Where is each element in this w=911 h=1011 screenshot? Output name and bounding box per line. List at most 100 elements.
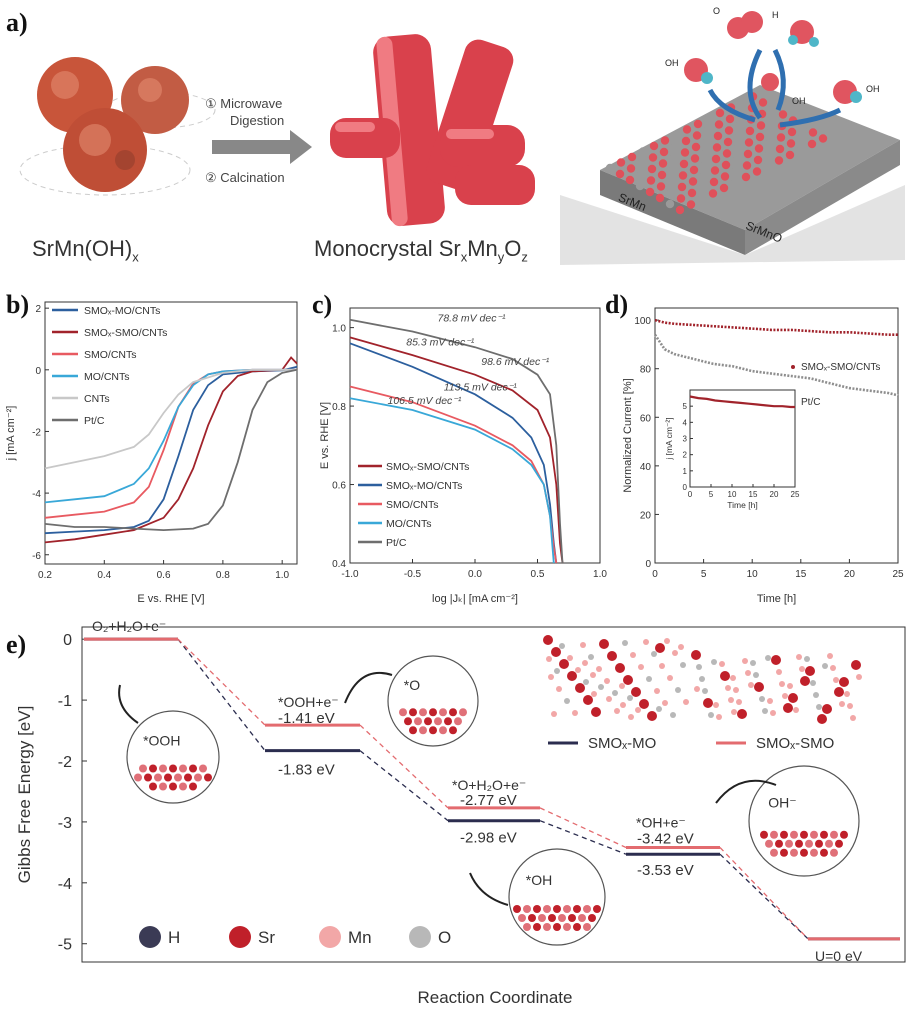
e-surface-atom xyxy=(533,905,541,913)
e-surface-atom xyxy=(518,914,526,922)
e-curved-arrow xyxy=(715,779,777,804)
e-surface-atom xyxy=(538,914,546,922)
slab-atom xyxy=(765,138,775,148)
e-curved-arrow xyxy=(469,872,509,906)
e-connector xyxy=(359,750,449,822)
b-xtick-label: 1.0 xyxy=(275,570,289,581)
e-structure-atom xyxy=(630,652,636,658)
e-surface-atom xyxy=(790,830,798,839)
e-structure-atom xyxy=(627,695,633,701)
b-series-line xyxy=(44,368,298,532)
e-structure-atom xyxy=(662,700,668,706)
e-structure-atom xyxy=(567,655,573,661)
e-surface-atom xyxy=(429,708,437,717)
e-value-label: -2.98 eV xyxy=(460,830,517,847)
slab-atom xyxy=(670,142,680,151)
slab-atom xyxy=(636,170,646,179)
e-surface-atom xyxy=(149,782,157,791)
e-surface-atom xyxy=(770,830,778,839)
e-structure-atom xyxy=(711,659,717,665)
srmn-oh-particles xyxy=(19,57,216,196)
e-structure-atom xyxy=(745,670,751,676)
e-structure-atom xyxy=(612,690,618,696)
c-ylabel: E vs. RHE [V] xyxy=(319,402,331,469)
e-structure-atom xyxy=(556,686,562,692)
slab-atom xyxy=(758,98,768,107)
e-connector xyxy=(177,638,266,726)
d-xtick-label: 20 xyxy=(844,569,856,580)
e-structure-atom xyxy=(787,683,793,689)
e-structure-atom xyxy=(655,643,665,653)
e-surface-atom xyxy=(134,773,142,782)
e-surface-atom xyxy=(800,848,808,857)
e-surface-atom xyxy=(810,830,818,839)
e-circle-label: *O xyxy=(404,677,420,693)
b-plot-frame xyxy=(44,301,298,565)
slab-atom xyxy=(721,160,731,170)
slab-atom xyxy=(731,166,741,176)
slab-atom xyxy=(774,156,784,165)
e-surface-atom xyxy=(775,839,783,848)
e-structure-atom xyxy=(767,698,773,704)
surface-slab xyxy=(560,85,905,265)
e-structure-atom xyxy=(572,710,578,716)
e-structure-atom xyxy=(771,655,781,665)
e-surface-atom xyxy=(588,914,596,922)
d-xtick-label: 5 xyxy=(701,569,707,580)
e-surface-atom xyxy=(179,782,187,791)
e-surface-atom xyxy=(159,782,167,791)
slab-atom xyxy=(656,182,666,191)
d-inset-xtick-label: 25 xyxy=(791,490,800,499)
e-surface-atom xyxy=(174,773,182,782)
slab-atom xyxy=(655,193,665,203)
e-connector xyxy=(539,820,627,855)
e-surface-atom xyxy=(558,914,566,922)
slab-atom xyxy=(775,144,785,154)
e-surface-atom xyxy=(815,839,823,848)
e-structure-atom xyxy=(816,704,822,710)
e-structure-atom xyxy=(731,709,737,715)
slab-atom xyxy=(677,182,687,192)
e-surface-atom xyxy=(820,830,828,839)
e-value-label: -3.42 eV xyxy=(637,830,694,847)
e-curved-arrow xyxy=(118,684,139,724)
e-surface-atom xyxy=(583,923,591,931)
d-inset-ytick-label: 5 xyxy=(683,402,688,411)
precursor-caption: SrMn(OH)x xyxy=(32,236,139,265)
slab-atom xyxy=(678,171,688,180)
e-surface-atom xyxy=(419,708,427,717)
e-structure-atom xyxy=(675,687,681,693)
e-structure-atom xyxy=(654,688,660,694)
slab-atom xyxy=(745,126,755,136)
e-structure-atom xyxy=(678,644,684,650)
e-structure-atom xyxy=(839,677,849,687)
e-surface-atom xyxy=(409,708,417,717)
e-structure-atom xyxy=(638,664,644,670)
slab-atom xyxy=(681,136,691,146)
e-structure-atom xyxy=(635,707,641,713)
e-structure-atom xyxy=(607,651,617,661)
slab-atom xyxy=(723,137,733,147)
e-structure-atom xyxy=(639,699,649,709)
e-surface-atom xyxy=(830,830,838,839)
e-structure-atom xyxy=(765,655,771,661)
e-step-label: *OH+e⁻ xyxy=(636,814,686,830)
e-surface-atom xyxy=(840,830,848,839)
e-adsorption-circle xyxy=(748,765,860,877)
slab-atom xyxy=(665,199,675,209)
slab-atom xyxy=(691,142,701,152)
e-structure-atom xyxy=(683,699,689,705)
slab-atom xyxy=(752,167,762,176)
e-surface-atom xyxy=(553,923,561,931)
e-surface-atom xyxy=(830,848,838,857)
e-surface-atom xyxy=(449,726,457,735)
e-structure-atom xyxy=(830,665,836,671)
slab-atom xyxy=(699,171,709,181)
e-value-label: -2.77 eV xyxy=(460,792,517,809)
slab-atom xyxy=(659,147,669,157)
d-inset-ytick-label: 3 xyxy=(683,435,688,444)
slab-atom xyxy=(767,115,777,125)
slab-atom xyxy=(687,188,697,198)
c-legend-label: MO/CNTs xyxy=(386,518,432,530)
